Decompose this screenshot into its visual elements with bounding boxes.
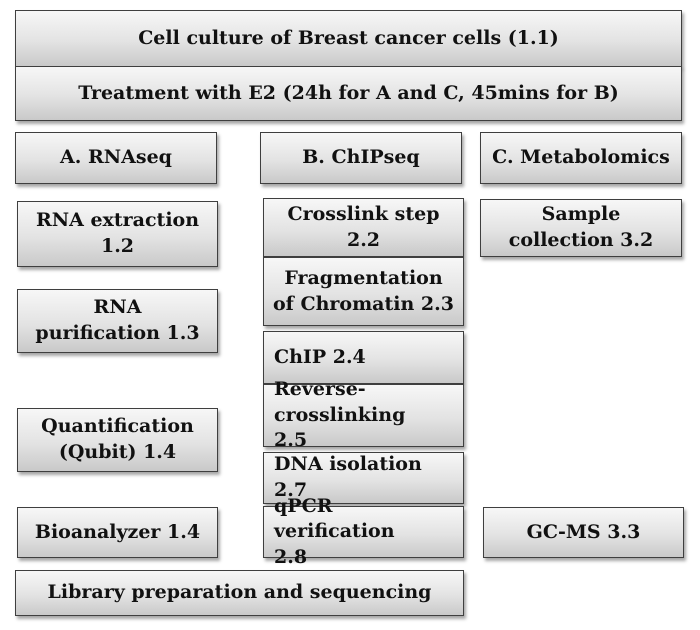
rnaseq-step-box: RNA extraction 1.2: [17, 201, 218, 267]
rnaseq-step-box: Quantification (Qubit) 1.4: [17, 408, 218, 472]
chipseq-step-label: Reverse-crosslinking 2.5: [274, 378, 406, 452]
column-c-title: C. Metabolomics: [492, 146, 670, 169]
treatment-step-box: Treatment with E2 (24h for A and C, 45mi…: [15, 66, 682, 121]
chipseq-step-box: qPCR verification 2.8: [263, 495, 464, 568]
metabolomics-step-box: Sample collection 3.2: [480, 199, 682, 257]
column-a-header: A. RNAseq: [15, 132, 217, 184]
rnaseq-step-label: Quantification (Qubit) 1.4: [41, 415, 194, 463]
treatment-step-label: Treatment with E2 (24h for A and C, 45mi…: [78, 81, 619, 104]
metabolomics-step-box: GC-MS 3.3: [483, 507, 684, 558]
chipseq-step-label: ChIP 2.4: [274, 345, 366, 368]
rnaseq-step-box: Bioanalyzer 1.4: [17, 507, 218, 558]
rnaseq-step-box: RNA purification 1.3: [17, 289, 218, 353]
chipseq-step-box: Fragmentation of Chromatin 2.3: [263, 257, 464, 326]
chipseq-step-label: DNA isolation 2.7: [274, 453, 422, 501]
metabolomics-step-label: Sample collection 3.2: [508, 203, 654, 251]
library-step-label: Library preparation and sequencing: [47, 581, 432, 604]
culture-step-label: Cell culture of Breast cancer cells (1.1…: [138, 26, 559, 49]
rnaseq-step-label: RNA purification 1.3: [35, 296, 200, 344]
culture-step-box: Cell culture of Breast cancer cells (1.1…: [15, 10, 682, 67]
chipseq-step-box: ChIP 2.4: [263, 331, 464, 384]
library-step-box: Library preparation and sequencing: [15, 570, 464, 616]
chipseq-step-label: qPCR verification 2.8: [274, 494, 395, 568]
column-b-header: B. ChIPseq: [260, 132, 462, 184]
column-c-header: C. Metabolomics: [480, 132, 682, 184]
column-b-title: B. ChIPseq: [302, 146, 420, 169]
chipseq-step-box: DNA isolation 2.7: [263, 452, 464, 504]
rnaseq-step-label: Bioanalyzer 1.4: [34, 520, 201, 543]
metabolomics-step-label: GC-MS 3.3: [526, 520, 641, 543]
chipseq-step-box: Reverse-crosslinking 2.5: [263, 378, 464, 451]
chipseq-step-label: Crosslink step 2.2: [287, 202, 440, 251]
chipseq-step-label: Fragmentation of Chromatin 2.3: [273, 266, 454, 315]
chipseq-step-box: Crosslink step 2.2: [263, 198, 464, 257]
rnaseq-step-label: RNA extraction 1.2: [35, 209, 200, 257]
column-a-title: A. RNAseq: [60, 146, 172, 169]
